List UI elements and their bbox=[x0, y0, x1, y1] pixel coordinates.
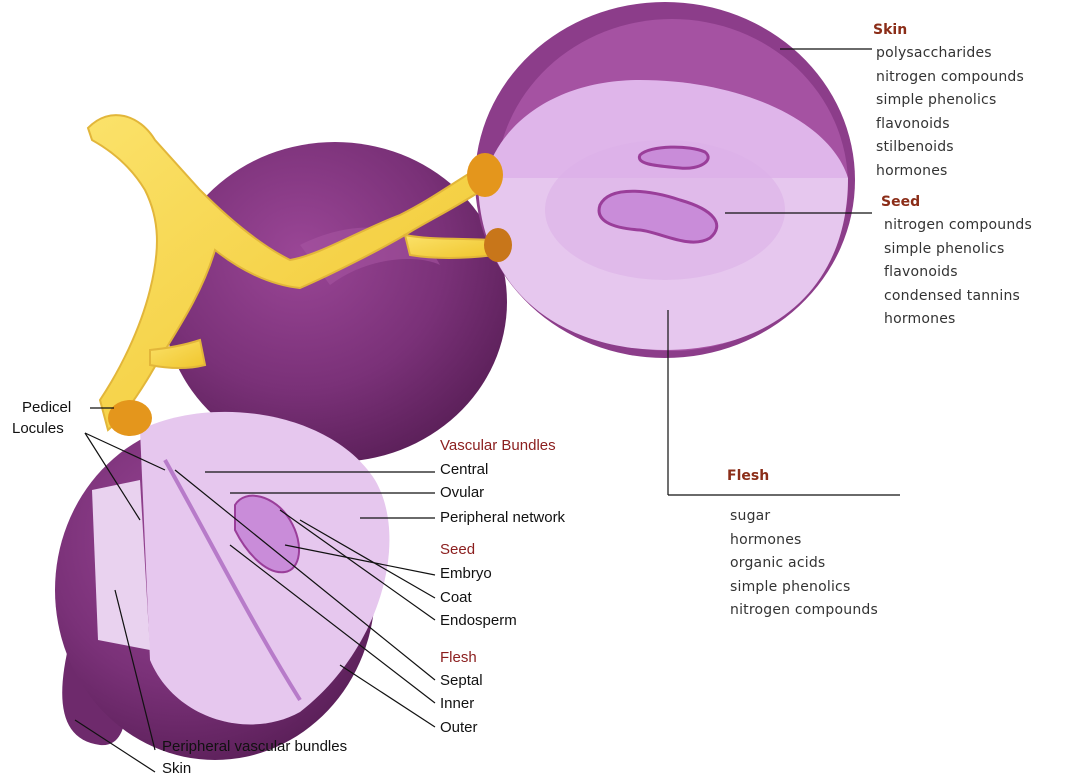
seed-compound-item: hormones bbox=[884, 308, 1032, 332]
flesh-compound-item: hormones bbox=[730, 529, 878, 553]
heading-seed: Seed bbox=[440, 542, 475, 557]
label-septal: Septal bbox=[440, 673, 483, 688]
skin-compound-item: nitrogen compounds bbox=[876, 66, 1024, 90]
pedicel-mid bbox=[484, 228, 512, 262]
label-coat: Coat bbox=[440, 590, 472, 605]
pedicel-upper bbox=[467, 153, 503, 197]
label-locules: Locules bbox=[12, 421, 64, 436]
skin-compound-list: polysaccharides nitrogen compounds simpl… bbox=[876, 42, 1024, 183]
skin-compound-item: simple phenolics bbox=[876, 89, 1024, 113]
heading-flesh-compounds: Flesh bbox=[727, 469, 769, 483]
seed-compound-list: nitrogen compounds simple phenolics flav… bbox=[884, 214, 1032, 332]
upper-seed-small bbox=[639, 147, 708, 168]
label-peripheral-network: Peripheral network bbox=[440, 510, 565, 525]
skin-compound-item: hormones bbox=[876, 160, 1024, 184]
heading-flesh-left: Flesh bbox=[440, 650, 477, 665]
seed-compound-item: simple phenolics bbox=[884, 238, 1032, 262]
upper-cut-grape bbox=[475, 2, 855, 358]
label-ovular: Ovular bbox=[440, 485, 484, 500]
flesh-compound-item: sugar bbox=[730, 505, 878, 529]
label-pedicel: Pedicel bbox=[22, 400, 71, 415]
heading-vascular-bundles: Vascular Bundles bbox=[440, 438, 556, 453]
label-inner: Inner bbox=[440, 696, 474, 711]
heading-seed-compounds: Seed bbox=[881, 195, 920, 209]
lower-grape-cutface bbox=[92, 480, 150, 650]
seed-compound-item: condensed tannins bbox=[884, 285, 1032, 309]
label-outer: Outer bbox=[440, 720, 478, 735]
pedicel-lower bbox=[108, 400, 152, 436]
heading-skin-compounds: Skin bbox=[873, 23, 907, 37]
label-peripheral-vascular-bundles: Peripheral vascular bundles bbox=[162, 739, 347, 754]
flesh-compound-item: simple phenolics bbox=[730, 576, 878, 600]
seed-compound-item: flavonoids bbox=[884, 261, 1032, 285]
label-skin: Skin bbox=[162, 761, 191, 776]
skin-compound-item: polysaccharides bbox=[876, 42, 1024, 66]
seed-compound-item: nitrogen compounds bbox=[884, 214, 1032, 238]
label-embryo: Embryo bbox=[440, 566, 492, 581]
flesh-compound-item: nitrogen compounds bbox=[730, 599, 878, 623]
label-endosperm: Endosperm bbox=[440, 613, 517, 628]
flesh-compound-list: sugar hormones organic acids simple phen… bbox=[730, 505, 878, 623]
flesh-compound-item: organic acids bbox=[730, 552, 878, 576]
skin-compound-item: flavonoids bbox=[876, 113, 1024, 137]
label-central: Central bbox=[440, 462, 488, 477]
skin-compound-item: stilbenoids bbox=[876, 136, 1024, 160]
